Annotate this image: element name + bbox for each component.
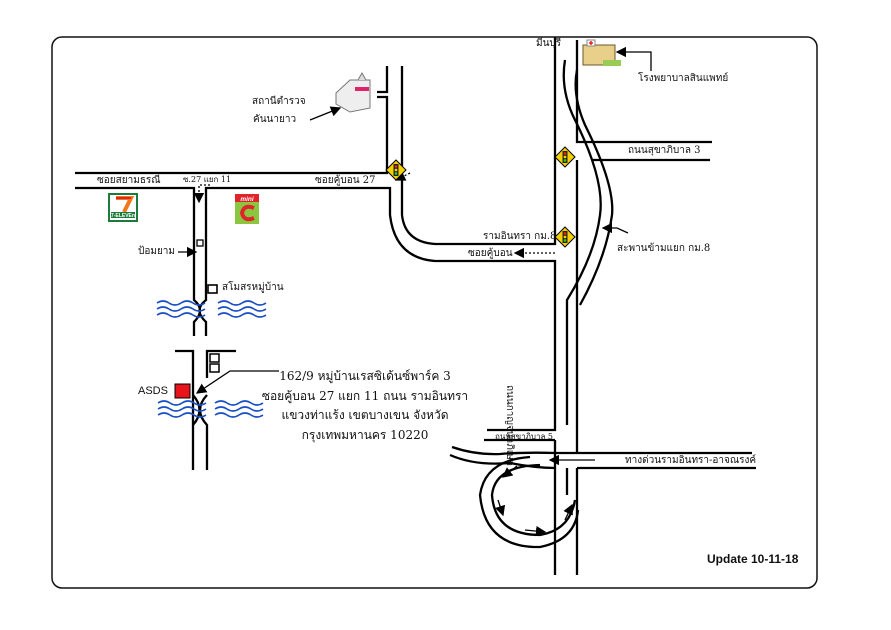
destination-marker[interactable] (174, 383, 191, 399)
road-soi-khubon-27-top (75, 95, 389, 175)
street-label: รามอินทรา กม.8 (483, 231, 557, 242)
address-block: 162/9 หมู่บ้านเรสซิเด้นซ์พาร์ค 3 ซอยคู้บ… (255, 367, 475, 445)
address-line: แขวงท่าแร้ง เขตบางเขน จังหวัด (281, 408, 449, 422)
street-label: ถนนสุขาภิบาล 5 (495, 432, 554, 441)
traffic-light-icon (554, 226, 576, 248)
destination-label: ASDS (138, 385, 168, 397)
address-line: กรุงเทพมหานคร 10220 (301, 427, 429, 442)
address-line: ซอยคู้บอน 27 แยก 11 ถนน รามอินทรา (261, 388, 469, 403)
street-label: ซ.27 แยก 11 (183, 175, 232, 184)
address-line: 162/9 หมู่บ้านเรสซิเด้นซ์พาร์ค 3 (279, 369, 451, 383)
police-station-label: คันนายาว (253, 114, 297, 125)
mini-c-logo-text: mini (240, 196, 254, 203)
seven-eleven-logo-text: 7-ELEVEn (111, 213, 135, 219)
club-label: สโมสรหมู่บ้าน (222, 282, 284, 293)
hospital-icon (582, 39, 621, 66)
street-label: ซอยคู้บอน 27 (315, 175, 376, 186)
traffic-light-icon (554, 146, 576, 168)
water-icon (217, 300, 267, 318)
street-label: ถนนสุขาภิบาล 3 (628, 145, 701, 156)
place-label: มีนบุรี (536, 38, 562, 49)
flyover-label: สะพานข้ามแยก กม.8 (617, 243, 711, 254)
hospital-label: โรงพยาบาลสินแพทย์ (638, 73, 729, 84)
direction-arrows (178, 46, 652, 537)
update-date: Update 10-11-18 (707, 552, 799, 566)
street-label: ถนนกาญจนาภิเษก (504, 385, 515, 466)
road-expressway (451, 445, 752, 456)
seven-eleven-logo: 7-ELEVEn (108, 193, 138, 222)
house-icon (209, 363, 220, 373)
guard-post-label: ป้อมยาม (138, 246, 176, 257)
roads (75, 37, 756, 575)
mini-c-logo: mini (235, 194, 259, 224)
guard-post-icon (196, 239, 204, 247)
map-frame (51, 36, 818, 589)
street-label: ทางด่วนรามอินทรา-อาจณรงค์ (625, 455, 757, 466)
road-flyover (562, 59, 602, 425)
club-icon (207, 284, 218, 294)
police-station-icon (335, 71, 371, 113)
street-label: ซอยคู้บอน (468, 248, 513, 259)
house-icon (209, 353, 220, 363)
street-label: ซอยสยามธรณี (97, 175, 161, 186)
police-station-label: สถานีตำรวจ (252, 96, 306, 107)
